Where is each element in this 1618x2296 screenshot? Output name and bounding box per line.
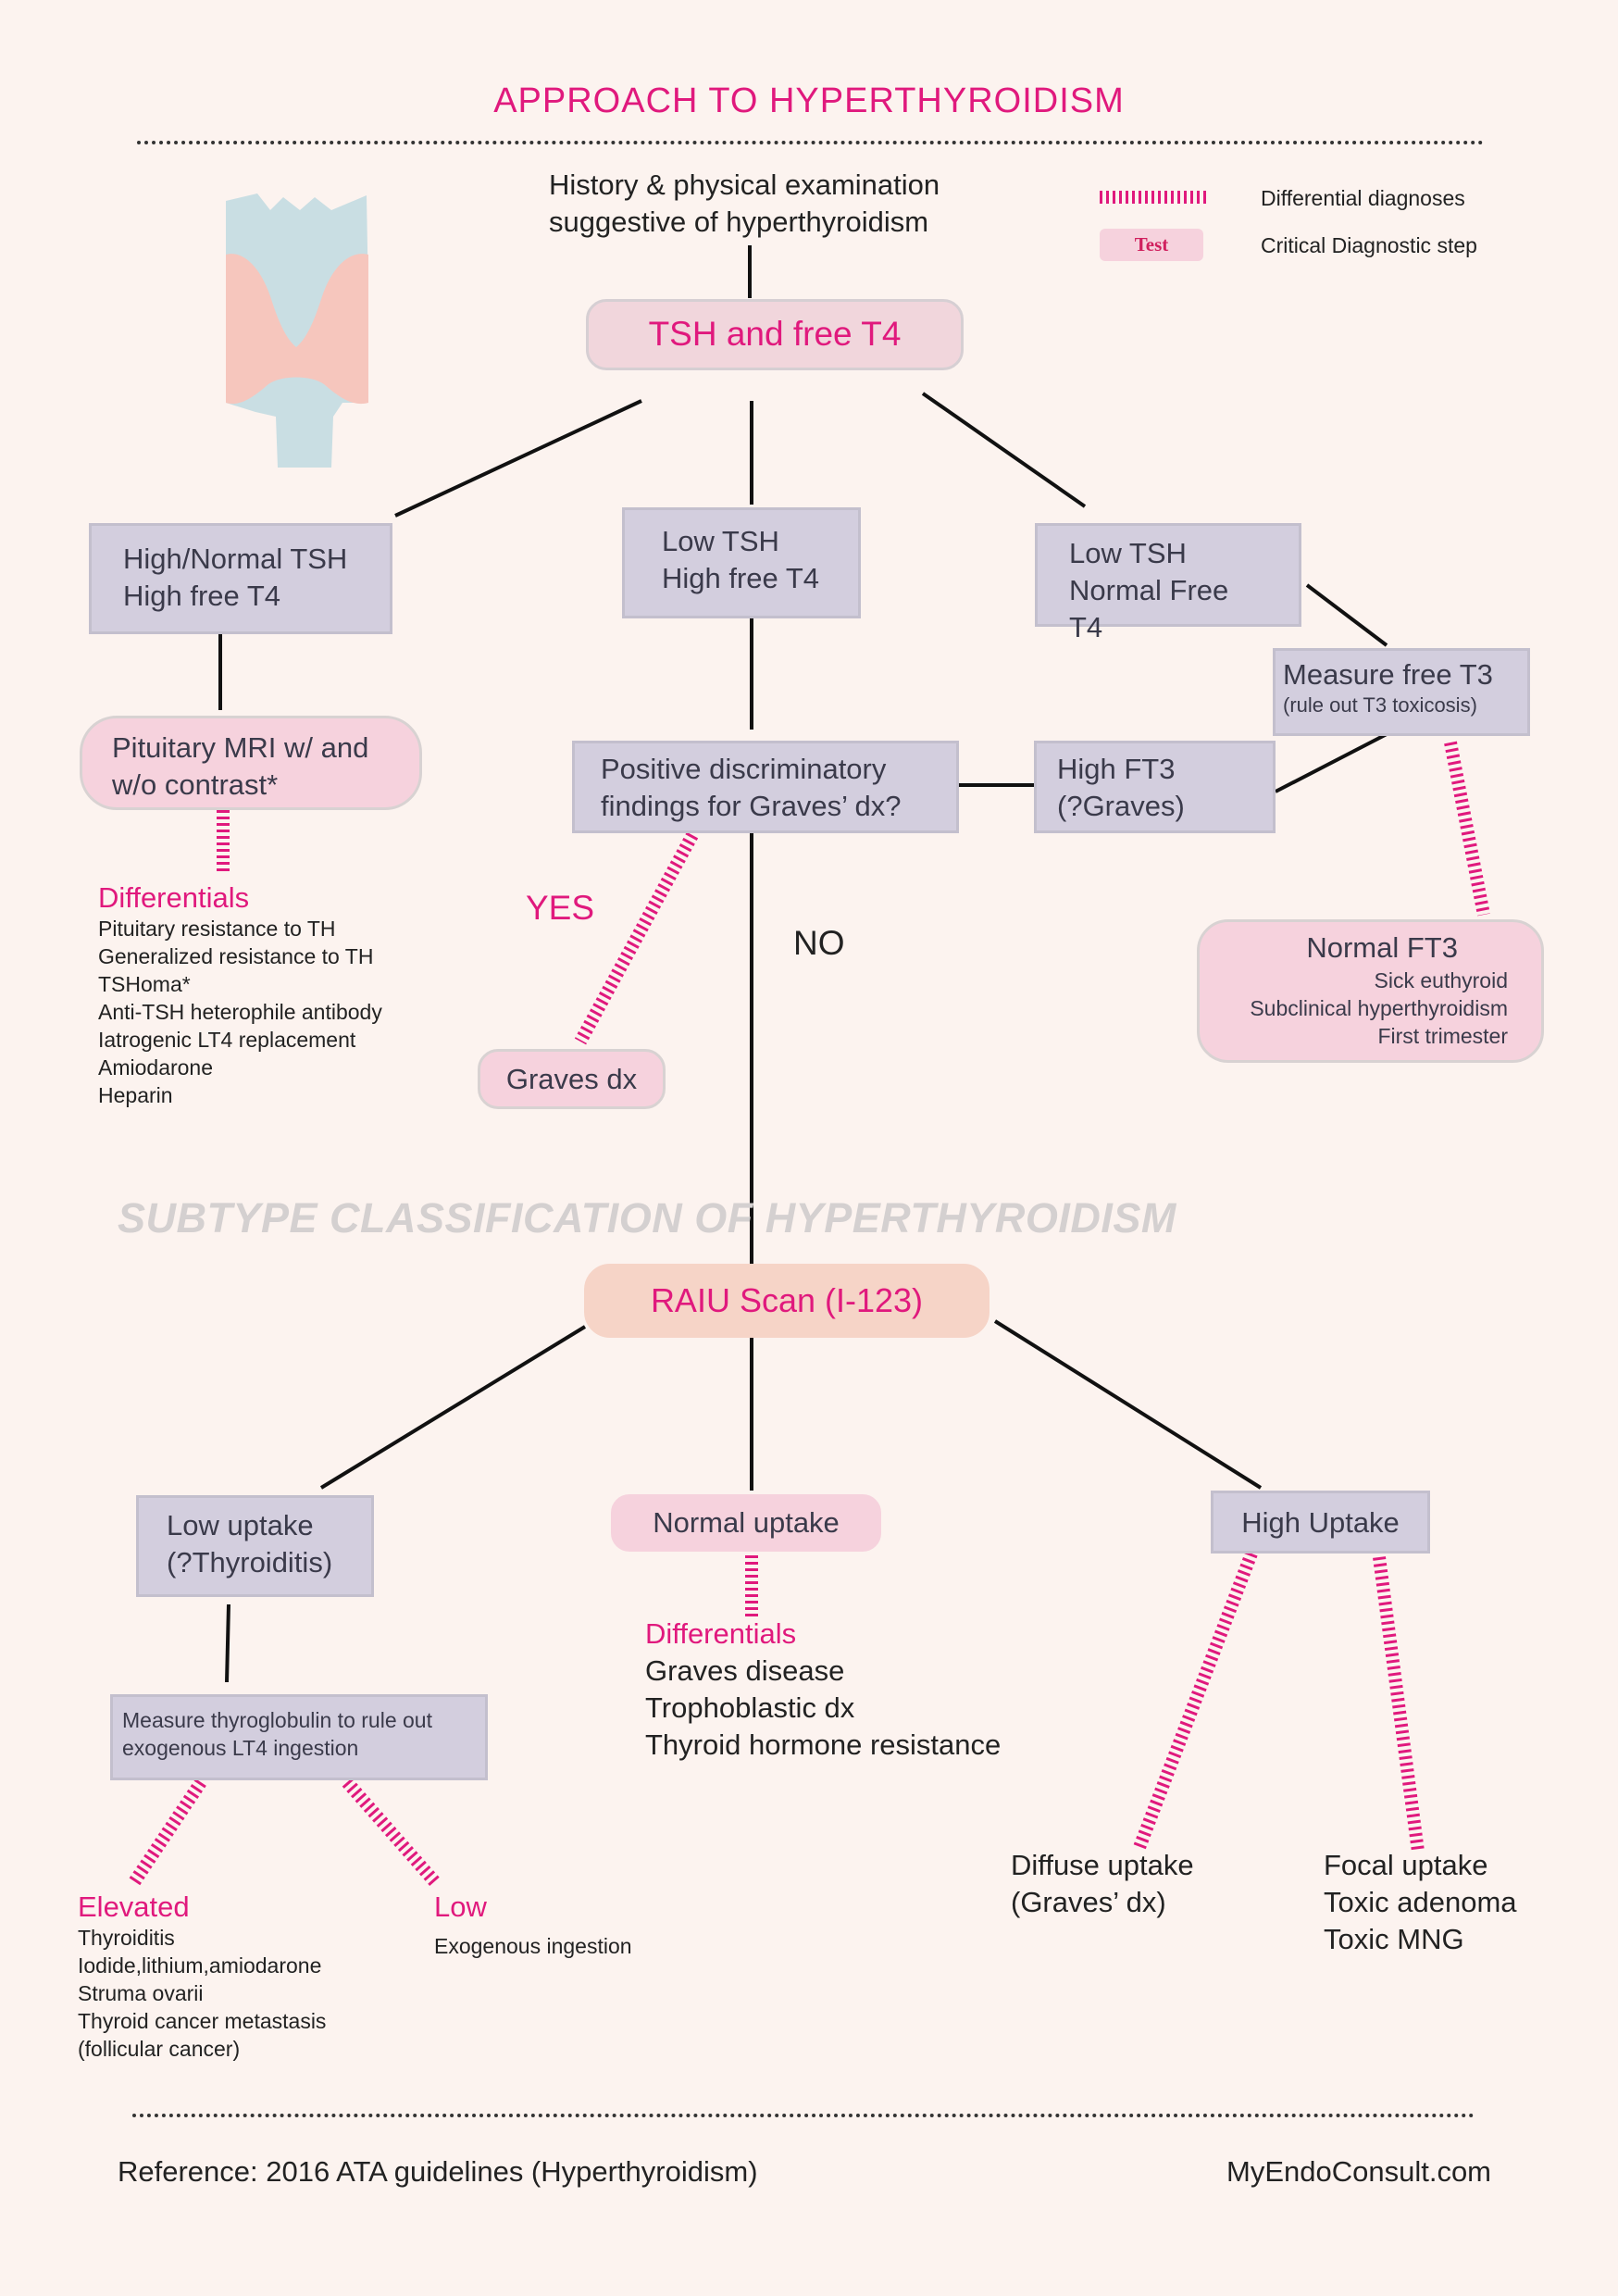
elevated-list: Thyroiditis Iodide,lithium,amiodarone St…	[78, 1924, 326, 2063]
list-item: Thyroid hormone resistance	[645, 1728, 1002, 1761]
diffuse-uptake-text: Diffuse uptake(Graves’ dx)	[1011, 1849, 1194, 1918]
low-list: Exogenous ingestion	[434, 1932, 632, 1960]
high-uptake-box: High Uptake	[1211, 1491, 1430, 1554]
normal-differentials-heading: Differentials	[645, 1617, 797, 1650]
legend-test-chip: Test	[1100, 229, 1203, 261]
list-item: Iatrogenic LT4 replacement	[98, 1028, 356, 1052]
normal-differentials-list: Graves disease Trophoblastic dx Thyroid …	[645, 1653, 1001, 1764]
differential-legend-swatch	[1100, 191, 1206, 204]
list-item: Struma ovarii	[78, 1981, 204, 2005]
thyroid-illustration	[226, 193, 368, 468]
tsh-free-t4-test: TSH and free T4	[586, 299, 964, 370]
list-item: TSHoma*	[98, 972, 191, 996]
list-item: (follicular cancer)	[78, 2037, 241, 2061]
site-name: MyEndoConsult.com	[1226, 2155, 1492, 2188]
subtype-heading: SUBTYPE CLASSIFICATION OF HYPERTHYROIDIS…	[118, 1194, 1176, 1242]
list-item: Generalized resistance to TH	[98, 944, 374, 968]
list-item: Heparin	[98, 1083, 173, 1107]
list-item: Graves disease	[645, 1654, 845, 1687]
top-divider	[137, 141, 1484, 144]
list-item: Thyroid cancer metastasis	[78, 2009, 327, 2033]
yes-label: YES	[526, 889, 595, 927]
bottom-divider	[132, 2114, 1475, 2117]
list-item: Exogenous ingestion	[434, 1934, 632, 1958]
list-item: Pituitary resistance to TH	[98, 917, 336, 941]
list-item: Thyroiditis	[78, 1926, 175, 1950]
graves-dx-result: Graves dx	[478, 1049, 666, 1109]
legend-test-label: Critical Diagnostic step	[1261, 233, 1477, 257]
left-differentials-list: Pituitary resistance to TH Generalized r…	[98, 915, 382, 1109]
low-uptake-box: Low uptake(?Thyroiditis)	[136, 1495, 374, 1597]
elevated-heading: Elevated	[78, 1890, 190, 1923]
low-heading: Low	[434, 1890, 487, 1923]
measure-free-t3-box: Measure free T3 (rule out T3 toxicosis)	[1273, 648, 1530, 736]
reference-text: Reference: 2016 ATA guidelines (Hyperthy…	[118, 2155, 758, 2188]
list-item: Amiodarone	[98, 1055, 214, 1079]
normal-uptake-box: Normal uptake	[611, 1494, 881, 1552]
start-text: History & physical examination suggestiv…	[549, 168, 940, 238]
raiu-scan-test: RAIU Scan (I-123)	[584, 1264, 989, 1338]
left-differentials-heading: Differentials	[98, 881, 250, 914]
page-title: APPROACH TO HYPERTHYROIDISM	[493, 81, 1125, 120]
list-item: Anti-TSH heterophile antibody	[98, 1000, 382, 1024]
legend-differential-label: Differential diagnoses	[1261, 186, 1465, 210]
normal-ft3-box: Normal FT3 Sick euthyroid Subclinical hy…	[1197, 919, 1544, 1063]
list-item: Iodide,lithium,amiodarone	[78, 1953, 322, 1978]
list-item: Trophoblastic dx	[645, 1691, 855, 1724]
no-label: NO	[793, 924, 845, 962]
high-ft3-box: High FT3(?Graves)	[1034, 741, 1276, 833]
